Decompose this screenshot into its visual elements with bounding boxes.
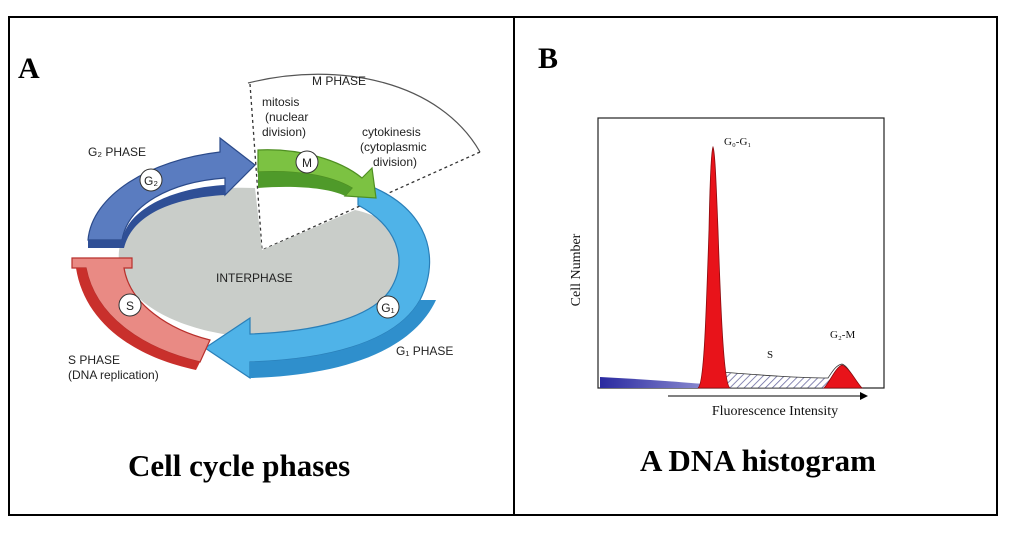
baseline-g0-region (600, 377, 704, 388)
interphase-disk (118, 187, 408, 339)
s-arrow (71, 257, 211, 363)
panel-a-letter: A (18, 52, 40, 85)
cytokinesis-line-1: cytokinesis (362, 125, 421, 139)
mitosis-line-1: mitosis (262, 95, 299, 109)
panel-b-caption: A DNA histogram (640, 443, 876, 478)
s-badge-label: S (126, 299, 134, 313)
m-wedge-right-line (261, 151, 481, 251)
x-axis-label: Fluorescence Intensity (712, 404, 838, 419)
y-axis-label: Cell Number (569, 233, 584, 306)
s-badge (118, 293, 142, 317)
g2-arrow-edge (88, 185, 225, 248)
m-wedge-left-line (249, 83, 263, 251)
g1-arrow-edge (250, 300, 436, 378)
m-phase-label: M PHASE (312, 74, 366, 88)
panel-a-caption: Cell cycle phases (128, 448, 351, 483)
x-axis-arrowhead (860, 392, 868, 400)
g2-phase-label: G₂ PHASE (88, 145, 146, 159)
histogram-plot-frame (597, 117, 885, 389)
s-arrow-edge (76, 268, 200, 370)
g2-arrow (87, 136, 256, 241)
g1-badge (376, 295, 400, 319)
g1-badge-label: G₁ (381, 301, 394, 315)
dna-histogram: G₀-G₁ S G₂-M Cell Number Fluorescence In… (569, 117, 885, 419)
cytokinesis-line-2: (cytoplasmic (360, 140, 427, 154)
g2-m-peak (823, 364, 863, 389)
g1-phase-label: G₁ PHASE (396, 344, 453, 358)
panel-divider (513, 16, 515, 516)
figure-frame (8, 16, 998, 516)
m-badge (295, 150, 319, 174)
s-phase-histogram-label: S (767, 349, 773, 361)
g2-m-peak-label: G₂-M (830, 329, 855, 341)
mitosis-line-3: division) (262, 125, 306, 139)
m-badge-label: M (302, 156, 312, 170)
m-phase-arc (247, 73, 481, 153)
cell-cycle-diagram: G₂ M S G₁ M PHASE mitosis (nuclear divis… (68, 73, 481, 382)
g0-g1-peak-label: G₀-G₁ (724, 136, 751, 148)
s-phase-sublabel: (DNA replication) (68, 368, 159, 382)
s-phase-label: S PHASE (68, 353, 120, 367)
g2-badge (139, 168, 163, 192)
mitosis-line-2: (nuclear (265, 110, 308, 124)
cytokinesis-line-3: division) (373, 155, 417, 169)
panel-b-letter: B (538, 42, 559, 75)
interphase-label: INTERPHASE (216, 271, 293, 285)
m-arrow-edge (258, 171, 352, 196)
g2-badge-label: G₂ (144, 174, 158, 188)
g0-g1-peak (697, 145, 731, 389)
